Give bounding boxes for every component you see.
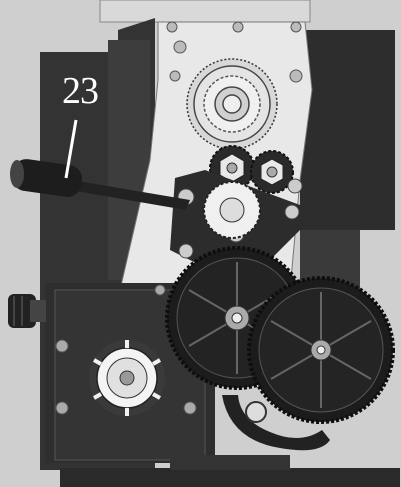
callout-number: 23 [62,70,99,112]
spindle-gear [186,58,278,150]
guard-bolt [245,401,267,423]
right-housing [300,30,395,230]
callout-leader [64,119,78,179]
dial-knob [89,340,165,416]
change-gear-right [247,276,395,424]
guard-bracket [222,395,330,451]
top-frame [99,0,311,23]
base-foot [170,455,290,470]
housing-bolts [55,284,197,415]
lever-handle [10,159,190,210]
plate-bolts [166,21,303,83]
idler-gear [203,181,261,239]
base [60,468,400,487]
side-fitting [8,294,46,328]
